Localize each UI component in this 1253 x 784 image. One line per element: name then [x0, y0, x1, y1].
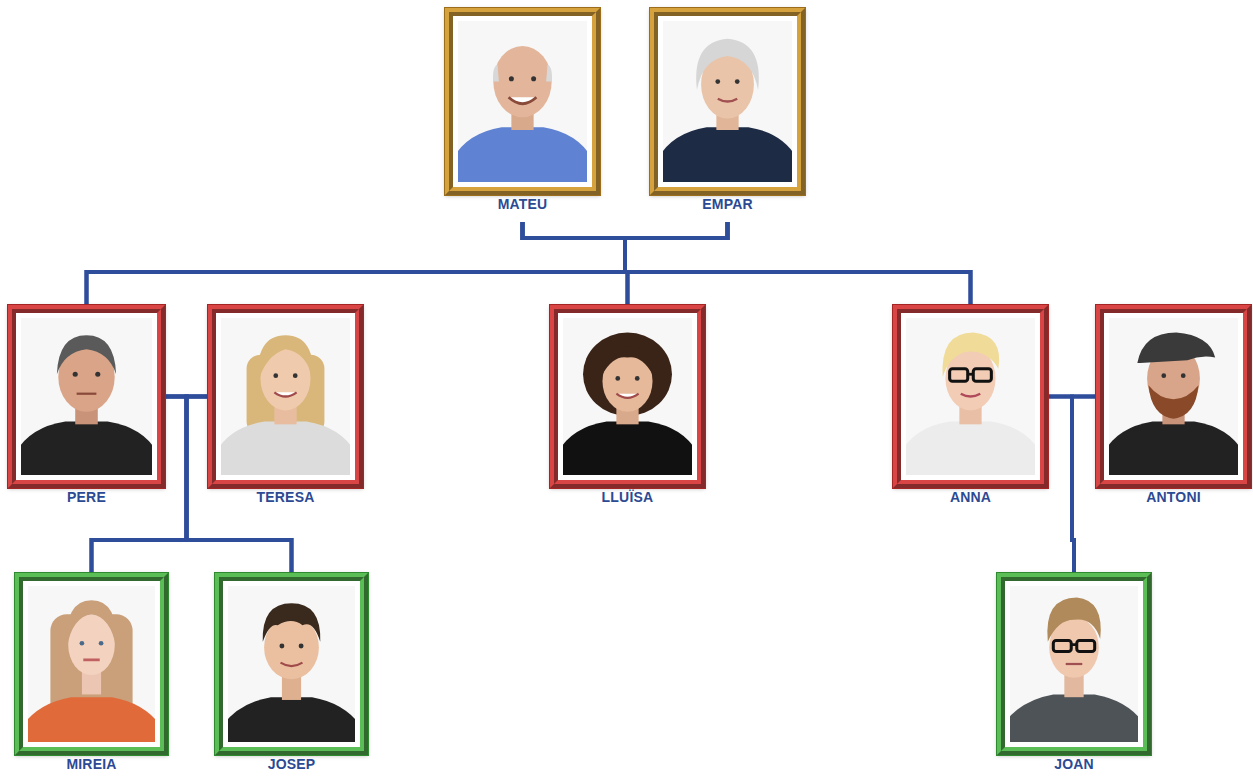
portrait-frame: MATEU [445, 8, 600, 195]
person-name: LLUÏSA [602, 489, 654, 505]
portrait-illustration [453, 16, 592, 187]
family-line [523, 222, 628, 305]
portrait-illustration [16, 313, 157, 480]
person-name: JOSEP [268, 756, 316, 772]
person-name: TERESA [257, 489, 315, 505]
family-line [625, 222, 971, 305]
portrait-illustration [223, 581, 360, 747]
portrait-frame: TERESA [208, 305, 363, 488]
person-name: ANTONI [1146, 489, 1201, 505]
family-line [1072, 397, 1096, 574]
portrait-illustration [216, 313, 355, 480]
family-line [625, 222, 728, 305]
portrait-frame: ANNA [893, 305, 1048, 488]
portrait-illustration [901, 313, 1040, 480]
portrait-frame: PERE [8, 305, 165, 488]
portrait-frame: LLUÏSA [550, 305, 705, 488]
family-line [523, 222, 728, 238]
person-name: JOAN [1054, 756, 1094, 772]
portrait-frame: ANTONI [1096, 305, 1251, 488]
portrait-frame: MIREIA [15, 573, 168, 755]
person-name: ANNA [950, 489, 991, 505]
portrait-frame: JOAN [997, 573, 1151, 755]
portrait-frame: EMPAR [650, 8, 805, 195]
portrait-illustration [23, 581, 160, 747]
family-line [87, 222, 626, 305]
portrait-frame: JOSEP [215, 573, 368, 755]
portrait-illustration [658, 16, 797, 187]
portrait-illustration [1104, 313, 1243, 480]
person-name: EMPAR [702, 196, 753, 212]
portrait-illustration [558, 313, 697, 480]
portrait-illustration [1005, 581, 1143, 747]
family-line [87, 222, 728, 305]
person-name: MATEU [498, 196, 548, 212]
family-line [523, 222, 971, 305]
person-name: PERE [67, 489, 106, 505]
person-name: MIREIA [66, 756, 116, 772]
